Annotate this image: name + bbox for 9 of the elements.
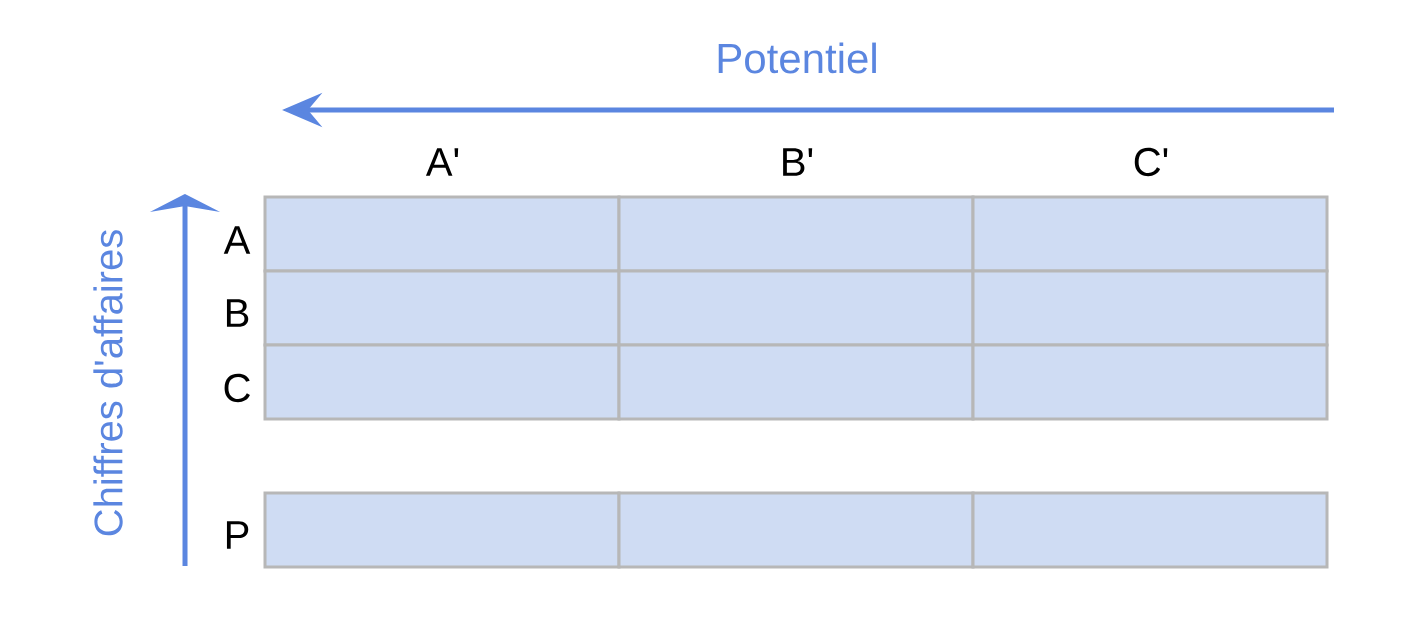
column-label: B' [783,148,813,176]
column-label: A' [425,148,459,176]
row-label: A [223,226,251,254]
axis-title: Potentiel [718,42,876,74]
row-label: P [226,521,249,549]
column-label: C' [1134,147,1168,177]
row-label: C [224,373,250,403]
axis-title: Chiffres d'affaires [93,230,123,536]
row-label: B [226,299,249,327]
